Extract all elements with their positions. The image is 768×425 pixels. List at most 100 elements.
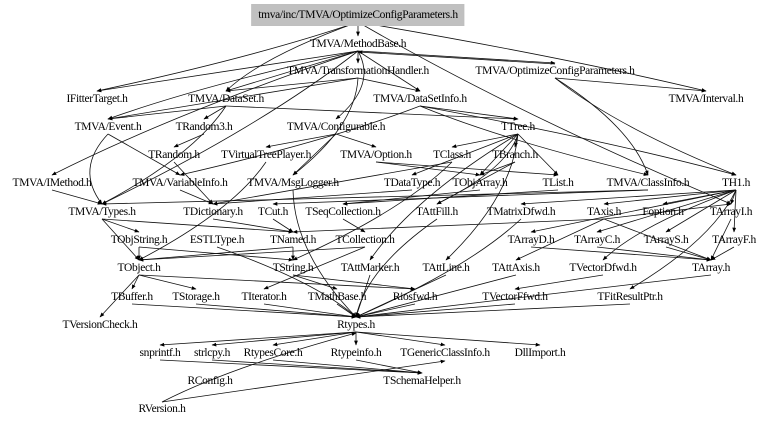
dependency-edge xyxy=(107,50,359,120)
graph-node[interactable]: TMathBase.h xyxy=(307,291,367,303)
graph-node[interactable]: TVirtualTreePlayer.h xyxy=(221,149,311,161)
graph-node[interactable]: Rtypeinfo.h xyxy=(330,347,382,359)
graph-node[interactable]: TObjString.h xyxy=(110,234,168,246)
graph-node[interactable]: strlcpy.h xyxy=(193,347,231,359)
dependency-edge xyxy=(335,50,365,120)
dependency-edge xyxy=(51,50,359,176)
graph-node[interactable]: TMVA/VariableInfo.h xyxy=(132,177,228,189)
dependency-edge xyxy=(554,77,707,93)
graph-node[interactable]: TDataType.h xyxy=(383,177,441,189)
dependency-edge xyxy=(336,303,357,318)
graph-node[interactable]: TArrayS.h xyxy=(643,234,689,246)
graph-node[interactable]: TList.h xyxy=(542,177,574,189)
graph-node[interactable]: TVersionCheck.h xyxy=(62,319,138,331)
graph-node[interactable]: TBuffer.h xyxy=(111,291,153,303)
dependency-edge xyxy=(479,161,516,176)
graph-node[interactable]: TIterator.h xyxy=(241,291,287,303)
graph-node[interactable]: TVectorFfwd.h xyxy=(482,291,548,303)
graph-node[interactable]: TMVA/OptimizeConfigParameters.h xyxy=(475,65,635,77)
graph-node[interactable]: TMVA/Event.h xyxy=(74,121,142,133)
graph-node[interactable]: TH1.h xyxy=(722,177,750,189)
graph-node[interactable]: TArrayC.h xyxy=(573,234,621,246)
graph-node[interactable]: TMVA/ClassInfo.h xyxy=(606,177,690,189)
graph-node[interactable]: TAttAxis.h xyxy=(492,262,540,274)
dependency-edge xyxy=(479,133,519,176)
dependency-edge xyxy=(161,332,357,403)
graph-node[interactable]: TMVA/Interval.h xyxy=(668,93,744,105)
graph-node[interactable]: TSeqCollection.h xyxy=(305,206,381,218)
graph-node[interactable]: TMVA/DataSetInfo.h xyxy=(373,93,467,105)
graph-node[interactable]: TString.h xyxy=(272,262,314,274)
graph-node[interactable]: Foption.h xyxy=(642,206,684,218)
graph-node[interactable]: RVersion.h xyxy=(138,403,186,415)
graph-node[interactable]: RConfig.h xyxy=(187,375,233,387)
graph-node[interactable]: TTree.h xyxy=(501,121,535,133)
graph-node[interactable]: TAttMarker.h xyxy=(340,262,400,274)
graph-node[interactable]: TMVA/Option.h xyxy=(340,149,412,161)
graph-node[interactable]: DllImport.h xyxy=(514,347,566,359)
dependency-edge xyxy=(107,105,227,121)
dependency-edge xyxy=(603,189,737,206)
graph-node[interactable]: TMatrixDfwd.h xyxy=(486,206,556,218)
dependency-edge xyxy=(451,133,519,149)
dependency-edge xyxy=(375,161,559,177)
graph-node[interactable]: TGenericClassInfo.h xyxy=(400,347,490,359)
graph-node[interactable]: TBranch.h xyxy=(492,149,538,161)
graph-node[interactable]: TMVA/IMethod.h xyxy=(12,177,92,189)
graph-node[interactable]: TMVA/Configurable.h xyxy=(286,121,386,133)
graph-node[interactable]: TRandom3.h xyxy=(175,121,233,133)
dependency-edge xyxy=(265,133,337,149)
graph-node[interactable]: TStorage.h xyxy=(172,291,220,303)
graph-node[interactable]: TArrayI.h xyxy=(709,206,753,218)
graph-node[interactable]: TAxis.h xyxy=(586,206,622,218)
graph-node[interactable]: TRandom.h xyxy=(148,149,200,161)
graph-node[interactable]: TArray.h xyxy=(691,262,731,274)
graph-node[interactable]: TMVA/MsgLogger.h xyxy=(247,177,339,189)
graph-node[interactable]: TVectorDfwd.h xyxy=(569,262,637,274)
graph-node[interactable]: IFitterTarget.h xyxy=(66,93,128,105)
graph-node[interactable]: TMVA/TransformationHandler.h xyxy=(287,65,429,77)
dependency-edge xyxy=(292,274,416,291)
graph-node[interactable]: TCut.h xyxy=(257,206,289,218)
graph-node[interactable]: Riosfwd.h xyxy=(392,291,438,303)
dependency-edge xyxy=(179,105,421,176)
dependency-edge xyxy=(419,105,649,176)
dependency-edge xyxy=(514,274,604,291)
dependency-edge xyxy=(212,218,294,234)
root-file-node[interactable]: tmva/inc/TMVA/OptimizeConfigParameters.h xyxy=(251,4,465,26)
graph-node[interactable]: TObjArray.h xyxy=(452,177,508,189)
graph-node[interactable]: Rtypes.h xyxy=(337,319,375,331)
dependency-edge xyxy=(411,133,519,176)
graph-node[interactable]: RtypesCore.h xyxy=(243,347,303,359)
dependency-edge xyxy=(355,274,712,319)
graph-node[interactable]: TArrayD.h xyxy=(507,234,555,246)
dependency-edge xyxy=(520,189,737,206)
graph-node[interactable]: TMVA/Types.h xyxy=(68,206,136,218)
graph-node[interactable]: TAttLine.h xyxy=(422,262,470,274)
graph-node[interactable]: ESTLType.h xyxy=(189,234,245,246)
dependency-edge xyxy=(375,161,481,177)
dependency-edge xyxy=(225,50,359,92)
dependency-edge xyxy=(101,105,227,205)
dependency-edge xyxy=(292,218,605,234)
graph-node[interactable]: TClass.h xyxy=(433,149,471,161)
graph-node[interactable]: TNamed.h xyxy=(269,234,317,246)
graph-node[interactable]: TFitResultPtr.h xyxy=(597,291,663,303)
dependency-edge xyxy=(629,189,737,290)
graph-node[interactable]: TMVA/MethodBase.h xyxy=(309,38,407,50)
dependency-edge xyxy=(419,105,737,176)
dependency-edge xyxy=(357,21,707,92)
graph-node[interactable]: TDictionary.h xyxy=(183,206,243,218)
graph-node[interactable]: TArrayF.h xyxy=(712,234,756,246)
dependency-edge xyxy=(530,189,737,234)
dependency-edge xyxy=(355,331,446,347)
graph-node[interactable]: TCollection.h xyxy=(335,234,395,246)
graph-node[interactable]: TMVA/DataSet.h xyxy=(188,93,264,105)
graph-node[interactable]: snprintf.h xyxy=(139,347,181,359)
graph-node[interactable]: TSchemaHelper.h xyxy=(383,375,461,387)
dependency-edge xyxy=(355,218,438,318)
graph-node[interactable]: TAttFill.h xyxy=(416,206,458,218)
dependency-edge xyxy=(272,331,357,347)
graph-node[interactable]: TObject.h xyxy=(117,262,161,274)
